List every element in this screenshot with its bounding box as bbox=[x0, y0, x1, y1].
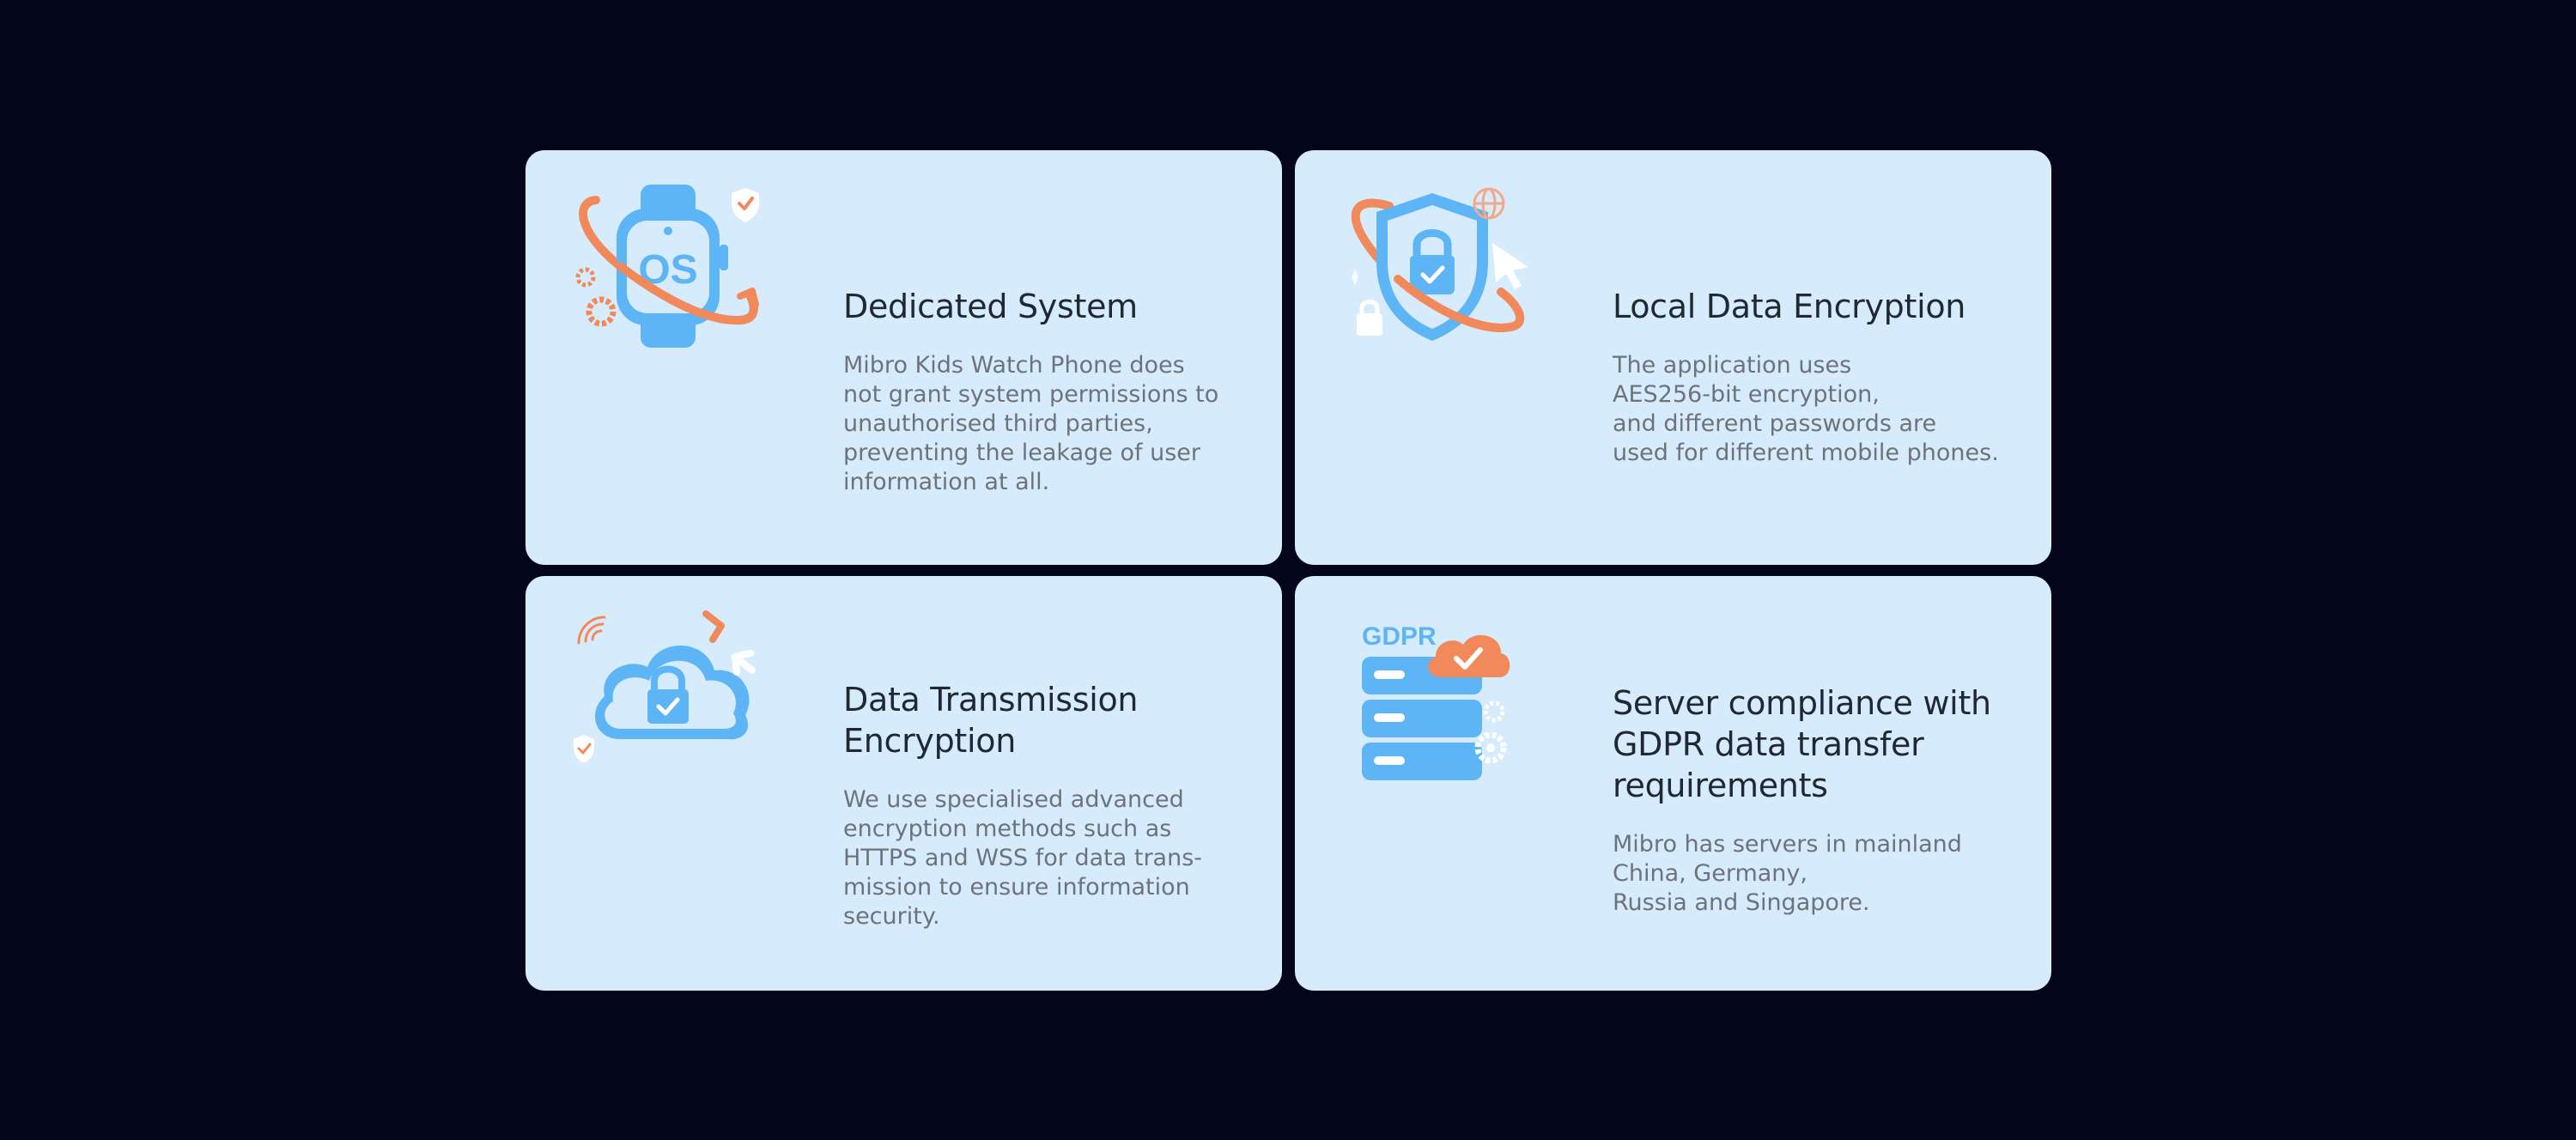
feature-title: Server compliance with GDPR data transfe… bbox=[1613, 684, 1991, 804]
feature-card-dedicated-system: OS Dedicated System Mibro Kids Watch Pho… bbox=[526, 150, 1282, 565]
feature-card-content: Server compliance with GDPR data transfe… bbox=[1613, 682, 2000, 918]
cloud-lock-illustration bbox=[574, 610, 756, 763]
feature-card-content: Data Transmission Encryption We use spec… bbox=[843, 679, 1230, 931]
feature-card-content: Dedicated System Mibro Kids Watch Phone … bbox=[843, 286, 1230, 497]
feature-card-data-transmission-encryption: Data Transmission Encryption We use spec… bbox=[526, 576, 1282, 991]
svg-text:GDPR: GDPR bbox=[1362, 622, 1437, 651]
gdpr-server-icon: GDPR bbox=[1338, 610, 1544, 782]
smartwatch-os-illustration: OS bbox=[575, 185, 759, 348]
feature-description: We use specialised advanced encryption m… bbox=[843, 786, 1203, 930]
shield-lock-illustration bbox=[1351, 187, 1528, 341]
feature-card-gdpr-compliance: GDPR Server compliance with GDPR data tr… bbox=[1295, 576, 2051, 991]
gdpr-server-illustration: GDPR bbox=[1362, 622, 1510, 780]
features-grid: OS Dedicated System Mibro Kids Watch Pho… bbox=[526, 150, 2051, 991]
feature-card-content: Local Data Encryption The application us… bbox=[1613, 286, 2000, 468]
smartwatch-os-icon: OS bbox=[568, 185, 775, 356]
feature-title: Local Data Encryption bbox=[1613, 288, 1966, 325]
cloud-lock-icon bbox=[568, 610, 775, 782]
feature-description: The application uses AES256-bit encrypti… bbox=[1613, 352, 1999, 466]
feature-description: Mibro has servers in mainland China, Ger… bbox=[1613, 831, 1962, 916]
feature-title: Dedicated System bbox=[843, 288, 1138, 325]
feature-description: Mibro Kids Watch Phone does not grant sy… bbox=[843, 352, 1219, 495]
shield-lock-icon bbox=[1338, 185, 1544, 356]
feature-card-local-data-encryption: Local Data Encryption The application us… bbox=[1295, 150, 2051, 565]
feature-title: Data Transmission Encryption bbox=[843, 681, 1139, 760]
